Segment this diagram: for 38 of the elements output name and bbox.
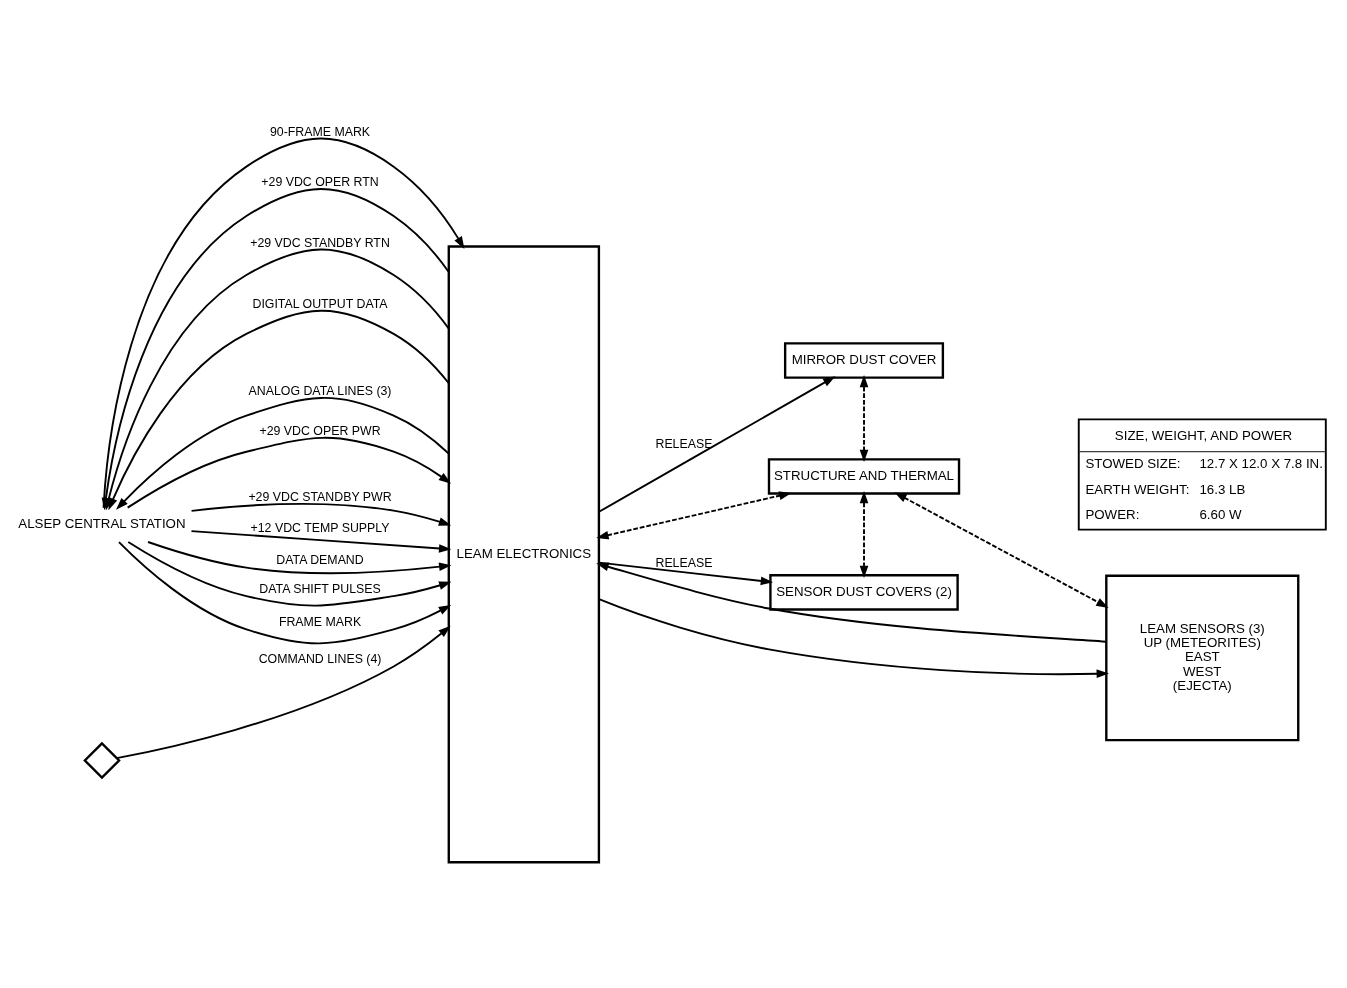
arrow bbox=[115, 625, 451, 760]
arrow bbox=[127, 541, 452, 607]
edge-label: +29 VDC STANDBY PWR bbox=[248, 489, 392, 504]
node-box: SENSOR DUST COVERS (2) bbox=[769, 574, 959, 611]
edge-label: RELEASE bbox=[655, 437, 713, 452]
edge-label: COMMAND LINES (4) bbox=[258, 652, 382, 667]
edge-label: +29 VDC STANDBY RTN bbox=[250, 235, 390, 250]
node-box: LEAM ELECTRONICS bbox=[447, 245, 601, 864]
edge-label: DATA DEMAND bbox=[276, 553, 364, 568]
edge-label: 90-FRAME MARK bbox=[269, 124, 371, 139]
node-box: LEAM SENSORS (3) UP (METEORITES) EAST WEST (EJECTA) bbox=[1105, 574, 1300, 742]
arrow bbox=[596, 491, 792, 540]
edge-label: +29 VDC OPER PWR bbox=[259, 423, 381, 438]
arrow bbox=[147, 541, 452, 575]
edge-label: DIGITAL OUTPUT DATA bbox=[252, 296, 388, 311]
arrow bbox=[894, 492, 1109, 608]
node-box: STRUCTURE AND THERMAL bbox=[767, 458, 961, 495]
edge-label: DATA SHIFT PULSES bbox=[259, 581, 381, 596]
node-text: ALSEP CENTRAL STATION bbox=[18, 516, 186, 532]
arrow bbox=[108, 309, 450, 511]
arrow bbox=[598, 376, 836, 513]
edge-label: +29 VDC OPER RTN bbox=[261, 175, 379, 190]
edge-label: +12 VDC TEMP SUPPLY bbox=[250, 520, 390, 535]
edge-label: RELEASE bbox=[655, 556, 713, 571]
arrow bbox=[596, 562, 1108, 643]
arrow bbox=[859, 490, 869, 578]
arrow bbox=[598, 598, 1109, 679]
node-diamond bbox=[83, 741, 121, 780]
arrow bbox=[859, 374, 869, 463]
arrow bbox=[190, 503, 452, 526]
edge-label: FRAME MARK bbox=[278, 614, 362, 629]
arrow bbox=[118, 541, 452, 645]
arrow bbox=[598, 561, 774, 586]
arrow bbox=[126, 436, 452, 509]
arrow bbox=[116, 397, 450, 510]
node-box: MIRROR DUST COVER bbox=[783, 342, 945, 379]
arrow bbox=[190, 530, 452, 553]
edge-label: ANALOG DATA LINES (3) bbox=[248, 384, 392, 399]
